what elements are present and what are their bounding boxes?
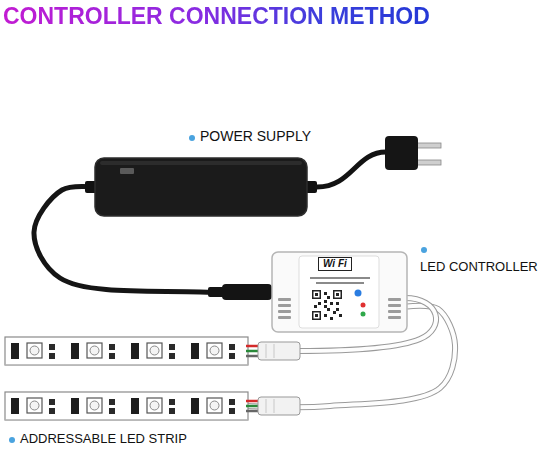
part-label: ADDRESSABLE LED STRIP [20, 432, 187, 447]
fine-print [316, 282, 364, 284]
plug-prong [417, 160, 441, 165]
mains-plug [317, 136, 441, 187]
part-label: LED CONTROLLER [420, 260, 538, 275]
dc-plug-sleeve [208, 287, 224, 297]
callout-dot [421, 247, 427, 253]
strip-base [5, 337, 248, 365]
callout-dot [9, 437, 15, 443]
strip-plug [246, 342, 300, 415]
callout-dot [189, 135, 195, 141]
device-mark: Wi Fi [318, 257, 352, 271]
led-strip-art [5, 337, 248, 420]
page-title: CONTROLLER CONNECTION METHOD [3, 3, 430, 29]
led-controller: LED CONTROLLERWi Fi [272, 252, 407, 332]
controller-panel [299, 256, 379, 328]
strip-leds [5, 337, 248, 365]
mains-cord [317, 152, 386, 187]
logo-dot [355, 290, 362, 297]
led-strip: ADDRESSABLE LED STRIP [5, 392, 248, 420]
dc-plug [208, 284, 272, 300]
strip-leds [5, 392, 248, 420]
power-supply: POWER SUPPLY [95, 158, 307, 216]
adapter-highlight [100, 161, 302, 165]
adapter-body [95, 158, 307, 216]
plug-body [385, 136, 418, 170]
fine-print [310, 277, 370, 279]
qr-code [312, 290, 342, 320]
controller-housing [272, 252, 407, 332]
part-label: POWER SUPPLY [200, 128, 311, 144]
controller-body [272, 252, 407, 332]
adapter-tag [120, 168, 134, 174]
power-adapter [85, 158, 317, 216]
strip-base [5, 392, 248, 420]
dc-plug-body [222, 284, 272, 300]
indicator-led [361, 312, 366, 317]
indicator-led [361, 303, 366, 308]
plug-prong [417, 143, 441, 148]
